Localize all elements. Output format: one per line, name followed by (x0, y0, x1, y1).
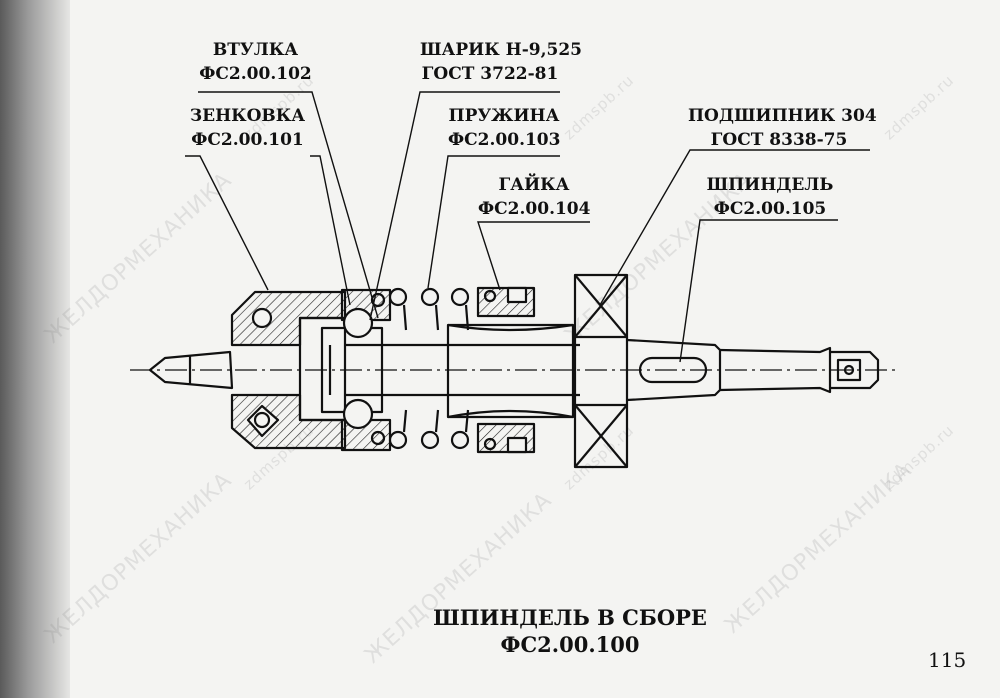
label-nut-name: ГАЙКА (498, 175, 570, 195)
ball-cage (340, 288, 392, 452)
label-bushing: ВТУЛКА ФС2.00.102 (198, 38, 313, 86)
label-nut-code: ФС2.00.104 (478, 199, 591, 219)
bearing (573, 273, 629, 469)
page-edge-shadow (0, 0, 70, 698)
label-spring-code: ФС2.00.103 (448, 130, 561, 150)
label-bearing-name: ПОДШИПНИК 304 (688, 106, 877, 126)
spindle-left-tip (148, 350, 234, 390)
spindle-shaft (345, 323, 580, 419)
label-bearing: ПОДШИПНИК 304 ГОСТ 8338-75 (688, 104, 877, 152)
label-ball-code: ГОСТ 3722-81 (421, 64, 559, 84)
drawing-title-line2: ФС2.00.100 (500, 632, 640, 657)
spring-coils (388, 287, 470, 450)
drawing-title-line1: ШПИНДЕЛЬ В СБОРЕ (433, 605, 707, 630)
leader-lines (185, 91, 870, 363)
drawing-title: ШПИНДЕЛЬ В СБОРЕ ФС2.00.100 (380, 604, 760, 658)
bushing-pin-holes (246, 307, 280, 438)
label-bearing-code: ГОСТ 8338-75 (710, 130, 848, 150)
page-number: 115 (928, 648, 967, 672)
label-countersink-code: ФС2.00.101 (191, 130, 304, 150)
label-bushing-name: ВТУЛКА (212, 40, 299, 60)
nut (476, 286, 536, 454)
label-spindle-code: ФС2.00.105 (713, 199, 827, 219)
label-bushing-code: ФС2.00.102 (199, 64, 312, 84)
label-ball-name: ШАРИК Н-9,525 (420, 40, 582, 60)
label-spring: ПРУЖИНА ФС2.00.103 (448, 104, 560, 152)
label-countersink-name: ЗЕНКОВКА (189, 106, 306, 126)
label-countersink: ЗЕНКОВКА ФС2.00.101 (185, 104, 310, 152)
label-spring-name: ПРУЖИНА (448, 106, 560, 126)
label-spindle-name: ШПИНДЕЛЬ (706, 175, 834, 195)
label-spindle: ШПИНДЕЛЬ ФС2.00.105 (702, 173, 838, 221)
label-nut: ГАЙКА ФС2.00.104 (478, 173, 590, 221)
label-ball: ШАРИК Н-9,525 ГОСТ 3722-81 (420, 38, 582, 86)
